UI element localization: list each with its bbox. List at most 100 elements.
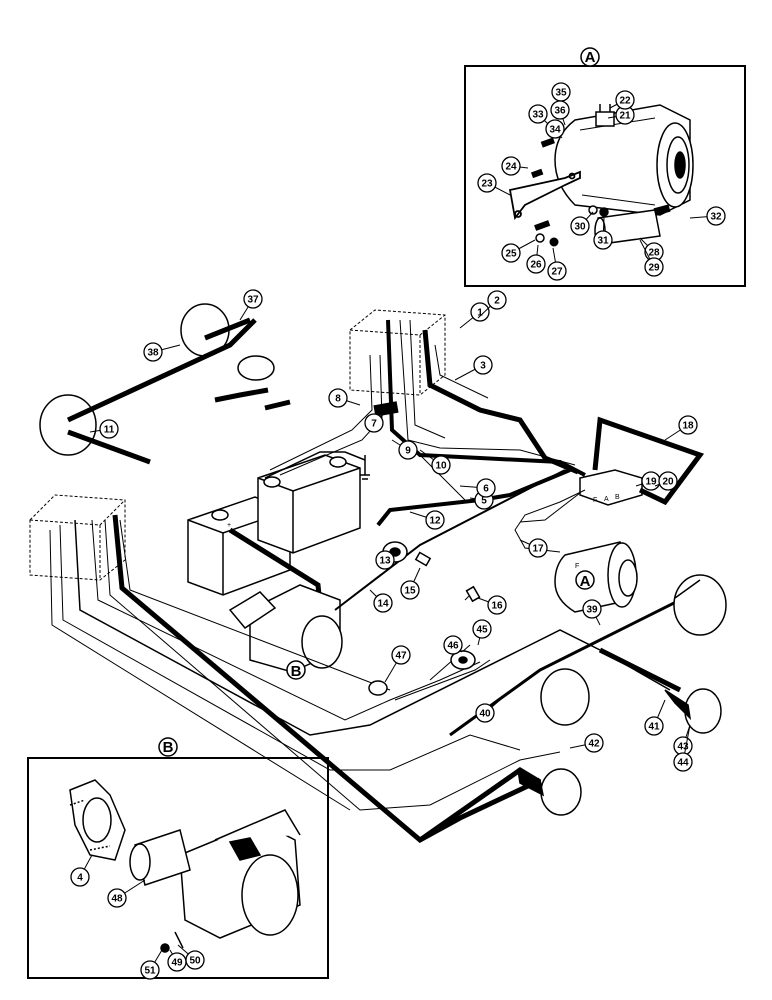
callout-circle	[99, 419, 119, 439]
callout-number: 13	[379, 556, 391, 567]
callout-49: 49	[167, 949, 187, 972]
callout-32: 32	[689, 206, 726, 226]
callout-number: 41	[648, 722, 660, 733]
inset-b-frame	[27, 757, 329, 979]
voltage-regulator	[579, 469, 643, 506]
callout-number: 40	[479, 709, 491, 720]
callout-circle	[143, 342, 163, 362]
callout-38: 38	[143, 342, 181, 362]
callout-circle	[582, 599, 602, 619]
callout-number: 45	[476, 625, 488, 636]
callout-25: 25	[501, 239, 536, 263]
callout-7: 7	[364, 411, 387, 433]
callout-circle	[475, 703, 495, 723]
callout-circle	[501, 156, 521, 176]
callout-circle	[615, 90, 635, 110]
callout-circle	[644, 716, 664, 736]
callout-number: 16	[491, 601, 503, 612]
callout-15: 15	[400, 567, 421, 600]
callout-circle	[477, 173, 497, 193]
callout-number: 12	[429, 516, 441, 527]
callout-circle	[501, 243, 521, 263]
callout-circle	[328, 388, 348, 408]
inset-b: B	[27, 737, 329, 979]
callout-number: 47	[395, 651, 407, 662]
callout-3: 3	[454, 355, 493, 381]
starter-inset-letter: B	[291, 663, 302, 680]
headlight-left	[39, 303, 275, 456]
harness-left	[66, 317, 291, 465]
callout-40: 40	[475, 699, 501, 723]
callout-30: 30	[570, 211, 594, 236]
callout-circle	[476, 478, 496, 498]
callout-number: 42	[588, 739, 600, 750]
regulator-f-label: F	[593, 497, 597, 504]
battery-box-upper	[349, 309, 446, 396]
callout-number: 35	[555, 88, 567, 99]
callout-circle	[107, 888, 127, 908]
callout-4: 4	[70, 854, 93, 887]
callout-number: 28	[648, 248, 660, 259]
callout-number: 23	[481, 179, 493, 190]
callout-37: 37	[239, 289, 263, 321]
callout-9: 9	[391, 439, 418, 460]
callout-circle	[550, 100, 570, 120]
callout-number: 20	[662, 477, 674, 488]
pivot-bolt	[588, 204, 671, 245]
callout-circle	[398, 440, 418, 460]
inset-a-frame	[464, 65, 746, 287]
callout-circle	[678, 415, 698, 435]
inset-b-letter: B	[163, 739, 174, 756]
callout-circle	[528, 104, 548, 124]
callout-34: 34	[545, 119, 565, 139]
callout-circle	[644, 257, 664, 277]
callout-circle	[443, 635, 463, 655]
callout-16: 16	[477, 595, 507, 615]
regulator-a-label: A	[604, 496, 609, 503]
callout-circle	[391, 645, 411, 665]
battery-right	[257, 454, 361, 554]
callout-circle	[431, 455, 451, 475]
callout-number: 46	[447, 641, 459, 652]
callout-28: 28	[639, 237, 664, 262]
callout-circle	[373, 593, 393, 613]
callout-27: 27	[547, 247, 567, 281]
generator-inset-letter: A	[580, 573, 591, 590]
callout-number: 7	[371, 419, 377, 430]
callout-number: 24	[505, 162, 517, 173]
callout-circle	[570, 216, 590, 236]
starter-gasket	[69, 779, 126, 861]
callout-circle	[470, 302, 490, 322]
callout-23: 23	[477, 173, 511, 196]
generator-f-label: F	[575, 563, 579, 570]
callout-29: 29	[639, 239, 664, 277]
callout-31: 31	[593, 217, 613, 250]
callout-circle	[472, 619, 492, 639]
callout-number: 26	[530, 260, 542, 271]
callout-26: 26	[526, 244, 546, 274]
callout-50: 50	[177, 944, 205, 970]
callout-number: 37	[247, 295, 259, 306]
callout-circle	[364, 413, 384, 433]
callout-number: 15	[404, 586, 416, 597]
callout-number: 50	[189, 956, 201, 967]
callout-10: 10	[419, 449, 451, 475]
callout-48: 48	[107, 879, 146, 908]
callout-11: 11	[89, 419, 119, 439]
callout-number: 22	[619, 96, 631, 107]
generator-illustration	[554, 104, 694, 216]
inset-a-letter: A	[585, 49, 596, 66]
callout-number: 31	[597, 236, 609, 247]
callout-39: 39	[582, 599, 602, 626]
callout-47: 47	[384, 645, 411, 683]
callout-14: 14	[369, 589, 393, 613]
callout-12: 12	[409, 510, 445, 530]
callout-46: 46	[443, 635, 463, 655]
callout-circle	[140, 960, 160, 980]
callout-number: 3	[480, 361, 486, 372]
callout-circle	[528, 538, 548, 558]
callout-circle	[487, 290, 507, 310]
callout-circle	[526, 254, 546, 274]
callout-number: 33	[532, 110, 544, 121]
